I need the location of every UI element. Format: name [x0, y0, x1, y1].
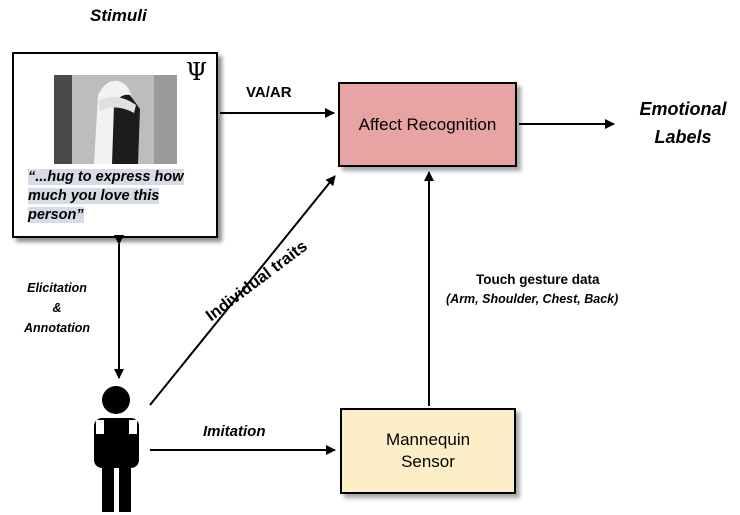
emotional-labels-line-2: Labels: [654, 127, 712, 147]
elicitation-line-1: Elicitation: [27, 281, 87, 295]
quote-line-2: much you love this: [28, 188, 160, 204]
mannequin-label-line-1: Mannequin: [385, 430, 471, 449]
elicitation-annotation-label: Elicitation & Annotation: [18, 278, 96, 338]
stimuli-title: Stimuli: [90, 6, 147, 25]
mannequin-label-line-2: Sensor: [401, 452, 455, 471]
person-icon: [94, 386, 139, 512]
touch-gesture-parts: (Arm, Shoulder, Chest, Back): [446, 292, 619, 306]
elicitation-line-3: Annotation: [24, 321, 90, 335]
emotional-labels-output: Emotional Labels: [638, 95, 728, 151]
elicitation-line-2: &: [52, 301, 62, 315]
imitation-label: Imitation: [203, 423, 266, 440]
arrow-individual-traits: [149, 175, 336, 406]
quote-line-3: person”: [28, 207, 84, 223]
emotional-labels-line-1: Emotional: [639, 99, 727, 119]
psi-icon: Ψ: [186, 58, 208, 86]
affect-recognition-node: Affect Recognition: [338, 82, 517, 167]
touch-gesture-title: Touch gesture data: [476, 272, 600, 287]
hug-photo: [54, 75, 177, 164]
stimuli-box: Ψ “...hug to express how much you love t…: [12, 52, 218, 238]
va-ar-label: VA/AR: [246, 84, 292, 101]
stimulus-quote: “...hug to express how much you love thi…: [28, 168, 208, 225]
affect-recognition-label: Affect Recognition: [358, 114, 497, 134]
quote-line-1: “...hug to express how: [28, 169, 184, 185]
mannequin-sensor-node: Mannequin Sensor: [340, 408, 516, 494]
